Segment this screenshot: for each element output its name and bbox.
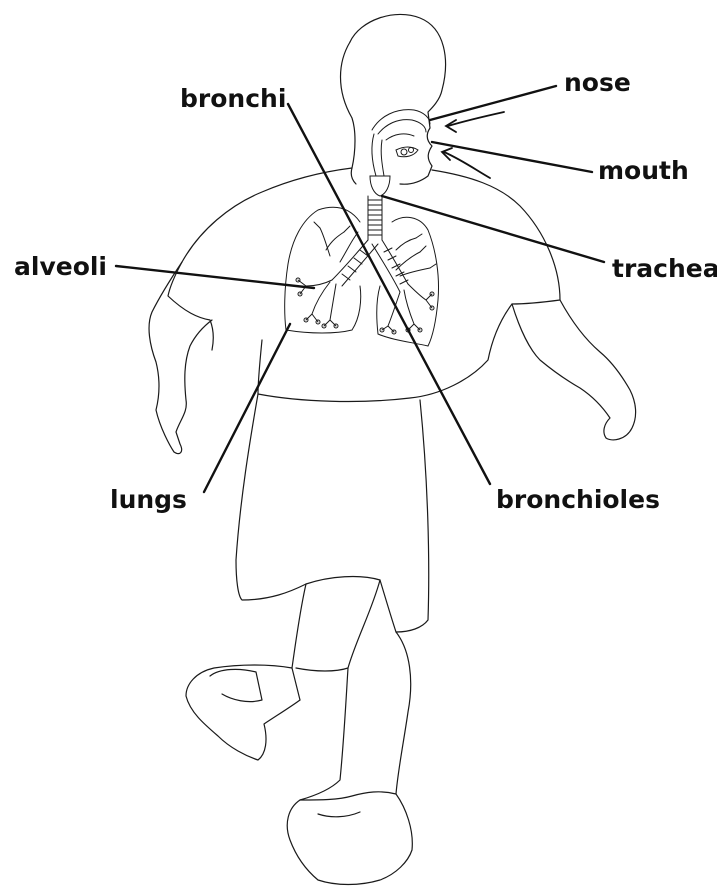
shirt-outline bbox=[168, 168, 352, 350]
trachea-rings bbox=[368, 196, 382, 240]
label-trachea: trachea bbox=[612, 256, 717, 281]
label-alveoli: alveoli bbox=[14, 254, 107, 279]
front-sock-band bbox=[296, 668, 348, 671]
shorts-outline bbox=[236, 394, 429, 632]
left-arm bbox=[149, 262, 212, 454]
label-nose: nose bbox=[564, 70, 631, 95]
label-bronchioles: bronchioles bbox=[496, 487, 660, 512]
tongue-mark-2 bbox=[409, 148, 414, 153]
label-lungs: lungs bbox=[110, 487, 187, 512]
head-outline bbox=[350, 14, 446, 184]
nasal-cavity-inner bbox=[378, 120, 426, 134]
head-back bbox=[341, 42, 357, 184]
alveoli-clusters bbox=[296, 278, 434, 334]
tongue-mark bbox=[401, 149, 407, 155]
pharynx-2 bbox=[381, 140, 384, 176]
trachea-leader bbox=[382, 196, 604, 262]
right-arm bbox=[512, 300, 636, 440]
pharynx bbox=[372, 134, 376, 176]
back-shoe bbox=[210, 669, 262, 701]
label-mouth: mouth bbox=[598, 158, 689, 183]
label-bronchi: bronchi bbox=[180, 86, 286, 111]
larynx bbox=[370, 176, 390, 196]
runner-figure-outline bbox=[149, 14, 636, 884]
back-leg bbox=[186, 584, 306, 760]
right-bronchus bbox=[372, 240, 408, 292]
respiratory-organs bbox=[285, 110, 439, 346]
alveoli-leader bbox=[116, 266, 314, 288]
front-shoe-top bbox=[300, 792, 396, 800]
left-bronchus bbox=[332, 240, 378, 286]
back-leg-sock bbox=[292, 668, 300, 700]
left-bronchioles bbox=[298, 222, 358, 326]
front-shoe-lace bbox=[318, 812, 360, 817]
nasal-passage bbox=[386, 134, 414, 140]
lungs-leader bbox=[204, 324, 290, 492]
